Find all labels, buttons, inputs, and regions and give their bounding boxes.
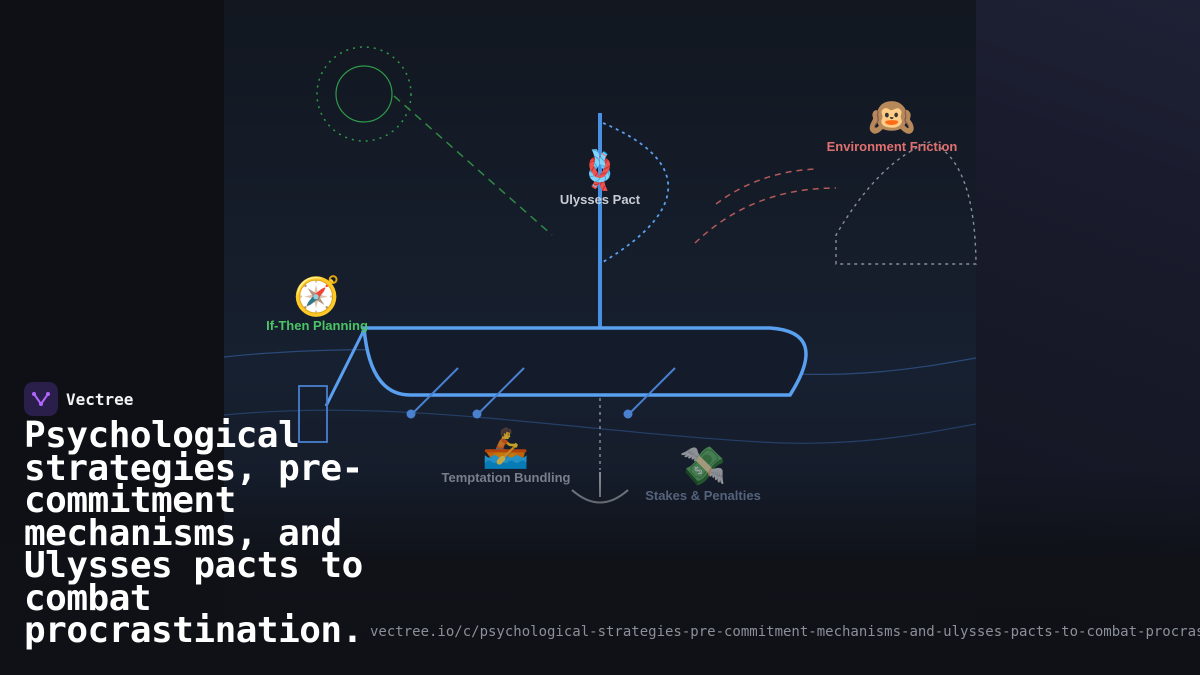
monkey-icon: 🙉 xyxy=(868,97,916,139)
oar-1 xyxy=(411,367,459,415)
compass-icon: 🧭 xyxy=(293,276,341,318)
node-ulysses-pact-label: Ulysses Pact xyxy=(559,192,641,207)
node-temptation-bundling-label: Temptation Bundling xyxy=(441,470,571,485)
knot-icon: 🪢 xyxy=(576,150,624,192)
oar-3 xyxy=(628,367,676,415)
page-url[interactable]: vectree.io/c/psychological-strategies-pr… xyxy=(370,624,1200,640)
bottom-fade xyxy=(0,470,1200,675)
node-environment-friction-label: Environment Friction xyxy=(826,139,958,154)
vectree-logo-icon xyxy=(24,382,58,416)
ship-stern-box xyxy=(298,385,328,443)
compass-outer-circle xyxy=(316,46,412,142)
compass-dashed-line xyxy=(393,95,553,236)
oar-2-blade xyxy=(472,409,482,419)
node-stakes-penalties-label: Stakes & Penalties xyxy=(645,488,761,503)
money-wings-icon: 💸 xyxy=(679,446,727,488)
friction-curve-2 xyxy=(694,187,837,244)
sea-wave-lower xyxy=(223,409,977,444)
friction-dome xyxy=(835,141,977,265)
node-environment-friction: 🙉 Environment Friction xyxy=(827,97,958,154)
node-if-then-planning: 🧭 If-Then Planning xyxy=(266,276,368,333)
rowing-icon: 🚣 xyxy=(482,428,530,470)
ship-hull xyxy=(362,326,808,397)
oar-1-blade xyxy=(406,409,416,419)
brand[interactable]: Vectree xyxy=(24,382,133,416)
brand-name: Vectree xyxy=(66,389,134,409)
ship-bowsprit xyxy=(324,329,366,407)
compass-inner-circle xyxy=(335,65,393,123)
friction-curve-1 xyxy=(715,168,819,205)
node-if-then-planning-label: If-Then Planning xyxy=(266,318,368,333)
page-title: Psychological strategies, pre-commitment… xyxy=(24,415,363,651)
node-temptation-bundling: 🚣 Temptation Bundling xyxy=(441,428,570,485)
oar-3-blade xyxy=(623,409,633,419)
oar-2 xyxy=(477,367,525,415)
node-stakes-penalties: 💸 Stakes & Penalties xyxy=(645,446,761,503)
node-ulysses-pact: 🪢 Ulysses Pact xyxy=(560,150,640,207)
